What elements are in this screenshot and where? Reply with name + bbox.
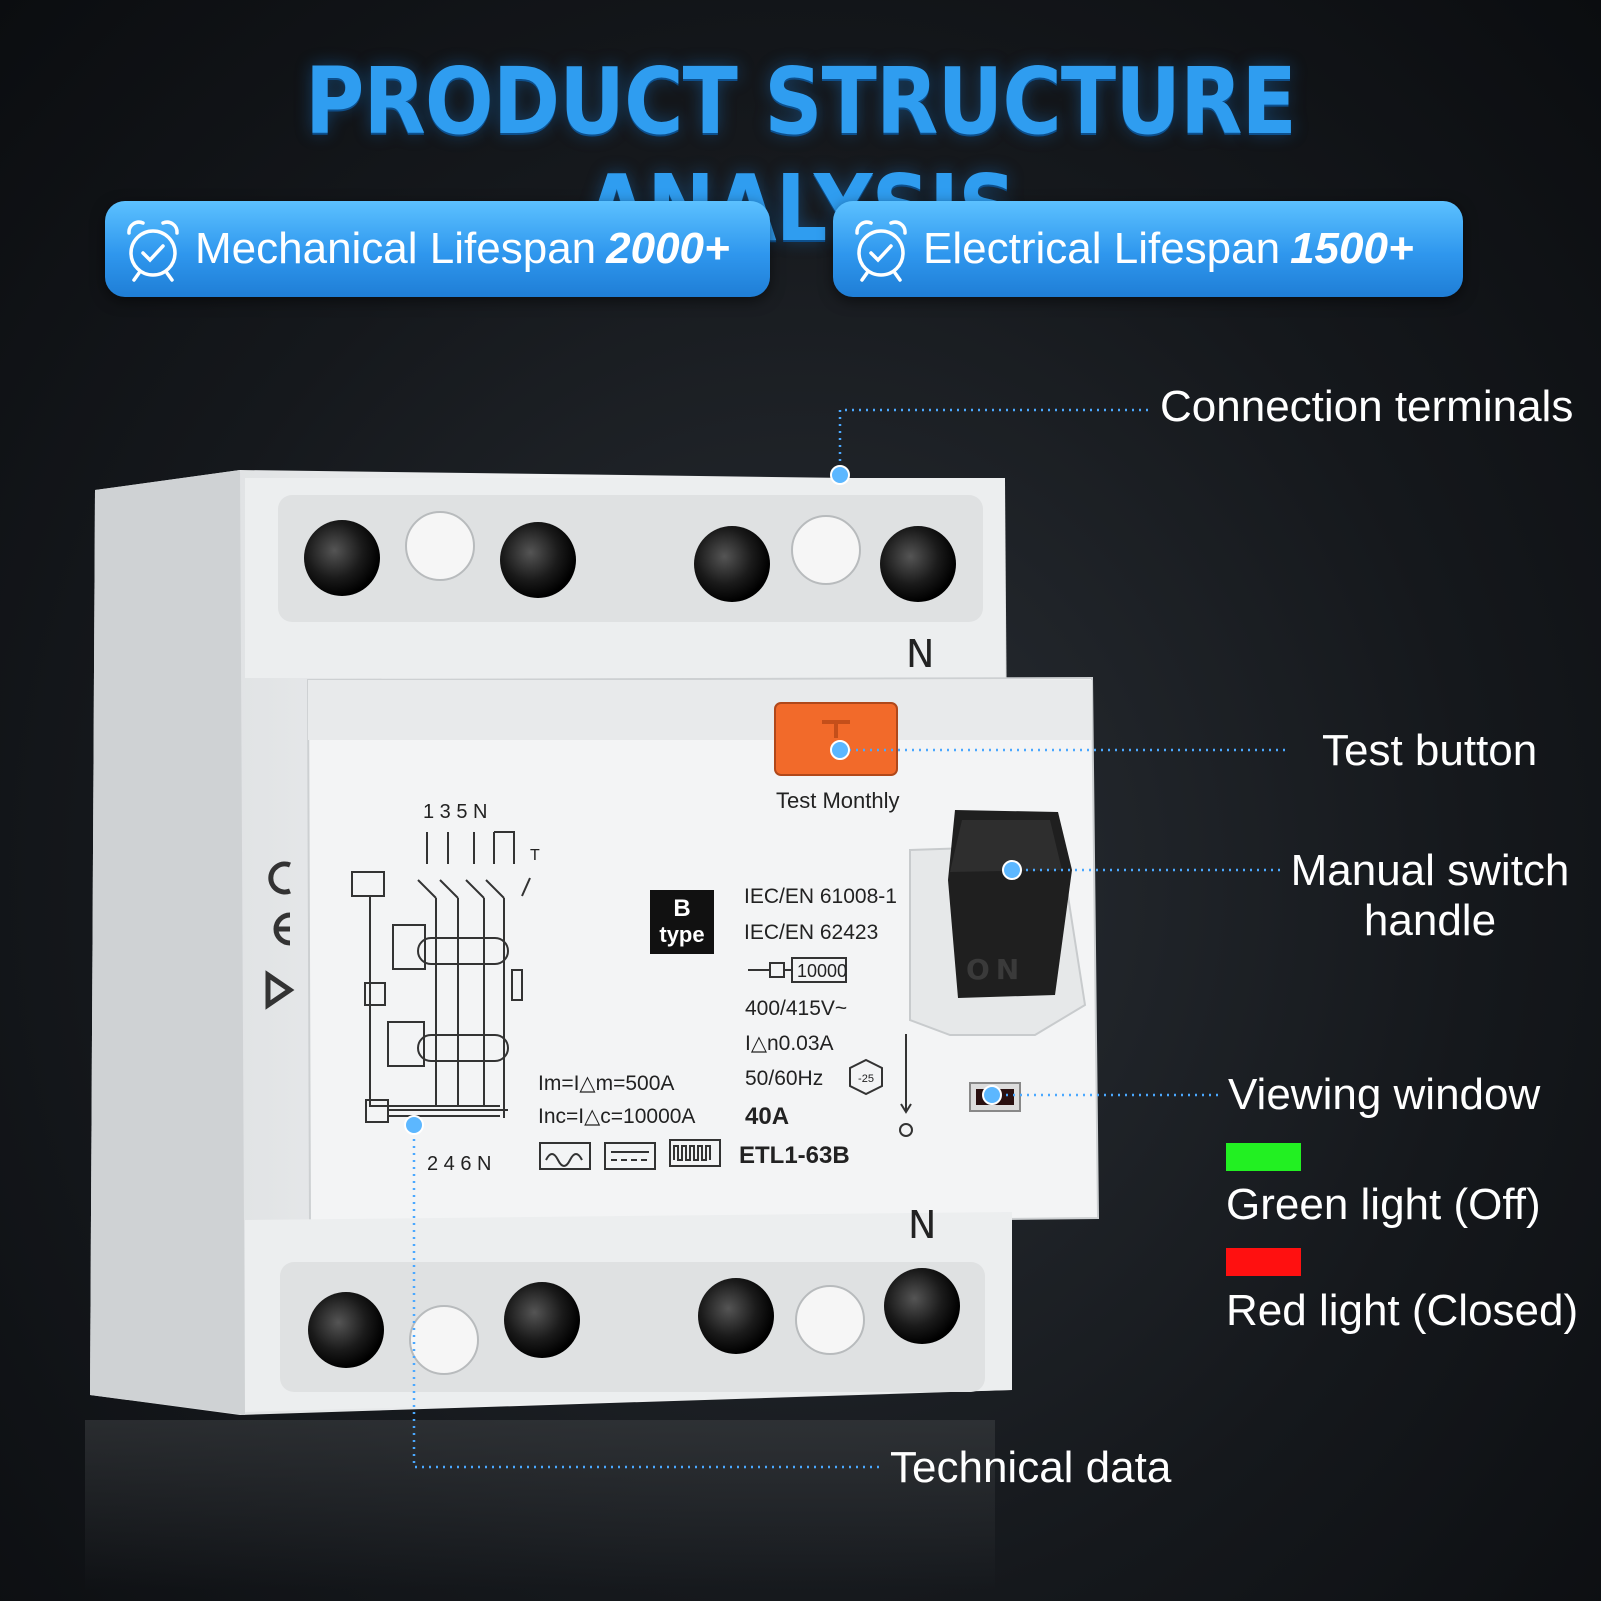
ce-marking: [265, 861, 295, 1010]
mechanical-lifespan-label: Mechanical Lifespan: [195, 224, 597, 273]
viewing-window-label: Viewing window: [1228, 1070, 1541, 1119]
off-position-mark: [899, 1123, 913, 1137]
switch-handle-top: [950, 820, 1062, 872]
test-button-label: Test button: [1322, 726, 1538, 775]
waveform-symbols: [539, 1139, 721, 1170]
green-indicator-swatch: [1226, 1143, 1301, 1171]
manual-switch-label-line2: handle: [1363, 896, 1497, 945]
top-screws: [304, 511, 956, 602]
terminal-screw: [308, 1292, 384, 1368]
viewing-window-dot: [982, 1085, 1002, 1105]
floor-reflection: [85, 1420, 995, 1590]
red-indicator-swatch: [1226, 1248, 1301, 1276]
spec-rated-current: 40A: [745, 1103, 789, 1130]
callout-dots: [404, 465, 1022, 1135]
connection-terminals-label: Connection terminals: [1160, 382, 1574, 431]
terminal-screw: [694, 526, 770, 602]
breaker-side-panel: [90, 470, 245, 1415]
terminal-screw: [504, 1282, 580, 1358]
green-light-label: Green light (Off): [1226, 1180, 1541, 1229]
spec-breaking-capacity: 10000: [797, 961, 847, 981]
connection-terminals-dot: [830, 465, 850, 485]
spec-making-current: Im=I△m=500A: [538, 1072, 674, 1095]
technical-data-leader: [412, 1125, 880, 1469]
terminal-screw: [500, 522, 576, 598]
electrical-lifespan-label: Electrical Lifespan: [923, 224, 1281, 273]
model-number: ETL1-63B: [739, 1142, 850, 1169]
front-panel-top-strip: [308, 680, 1092, 740]
bottom-terminal-recess: [280, 1262, 985, 1392]
temperature-rating-value: -25: [858, 1073, 874, 1085]
terminal-screw: [884, 1268, 960, 1344]
schematic-terminals-bottom: 2 4 6 N: [427, 1153, 491, 1175]
terminal-blank: [795, 1285, 865, 1355]
temperature-rating-symbol: -25: [849, 1058, 883, 1096]
bottom-screws: [308, 1268, 960, 1375]
schematic-terminals-top: 1 3 5 N: [423, 801, 487, 823]
wiring-schematic: [351, 831, 531, 1123]
fuse-symbol: [748, 957, 847, 983]
terminal-blank: [405, 511, 475, 581]
test-monthly-label: Test Monthly: [776, 788, 900, 813]
b-type-word: type: [659, 922, 704, 947]
switch-on-label: ON: [966, 953, 1025, 986]
technical-data-label: Technical data: [890, 1443, 1172, 1492]
alarm-clock-check-icon: [127, 220, 179, 282]
manual-switch-label: Manual switch handle: [1280, 846, 1580, 946]
terminal-blank: [791, 515, 861, 585]
terminal-screw: [698, 1278, 774, 1354]
mechanical-lifespan-badge: Mechanical Lifespan 2000+: [105, 201, 770, 297]
terminal-blank: [409, 1305, 479, 1375]
manual-switch-dot: [1002, 860, 1022, 880]
spec-residual-current: I△n0.03A: [745, 1032, 834, 1055]
electrical-lifespan-badge: Electrical Lifespan 1500+: [833, 201, 1463, 297]
switch-direction-arrow: [900, 1034, 912, 1114]
spec-standard-2: IEC/EN 62423: [744, 921, 878, 944]
top-terminal-recess: [278, 495, 983, 622]
connection-terminals-leader: [838, 408, 1150, 475]
spec-standard-1: IEC/EN 61008-1: [744, 885, 897, 908]
manual-switch-label-line1: Manual switch: [1290, 846, 1570, 895]
neutral-mark-top: N: [906, 632, 934, 676]
callout-leaders: [412, 408, 1290, 1469]
technical-data-dot: [404, 1115, 424, 1135]
test-button[interactable]: [774, 702, 898, 776]
terminal-screw: [880, 526, 956, 602]
mechanical-lifespan-value: 2000+: [606, 224, 730, 273]
electrical-lifespan-value: 1500+: [1290, 224, 1414, 273]
b-type-letter: B: [673, 895, 690, 922]
red-light-label: Red light (Closed): [1226, 1286, 1579, 1335]
spec-voltage: 400/415V~: [745, 997, 847, 1020]
alarm-clock-check-icon: [855, 220, 907, 282]
schematic-test-symbol: T: [530, 847, 540, 864]
terminal-screw: [304, 520, 380, 596]
b-type-badge: [650, 890, 714, 954]
spec-conditional-current: Inc=I△c=10000A: [538, 1105, 695, 1128]
test-button-t-glyph: [822, 720, 850, 738]
spec-frequency: 50/60Hz: [745, 1067, 823, 1090]
test-button-dot: [830, 740, 850, 760]
neutral-mark-bottom: N: [908, 1203, 936, 1247]
